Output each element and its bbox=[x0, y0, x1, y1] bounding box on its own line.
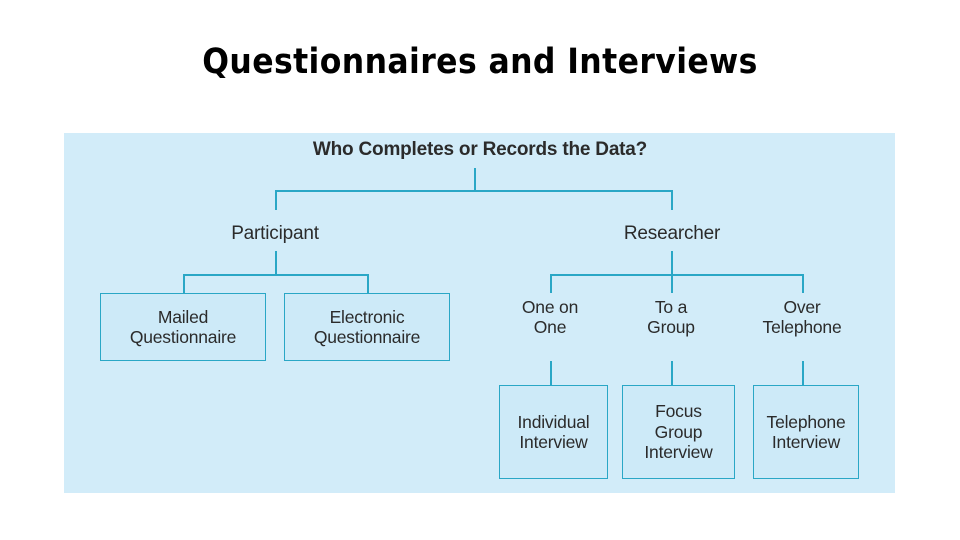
connector-researcher-bar bbox=[550, 274, 803, 276]
box-electronic-questionnaire: Electronic Questionnaire bbox=[284, 293, 450, 361]
connector-telephone-to-telephone-interview bbox=[802, 361, 804, 385]
box-electronic-questionnaire-label: Electronic Questionnaire bbox=[313, 306, 421, 347]
page-title: Questionnaires and Interviews bbox=[202, 42, 758, 82]
connector-researcher-to-one-on-one bbox=[550, 274, 552, 293]
connector-root-stem bbox=[474, 168, 476, 191]
connector-root-to-participant bbox=[275, 190, 277, 210]
node-researcher: Researcher bbox=[623, 223, 721, 244]
connector-researcher-to-group bbox=[671, 274, 673, 293]
connector-participant-to-mailed bbox=[183, 274, 185, 293]
box-individual-interview: Individual Interview bbox=[499, 385, 608, 479]
box-focus-group-interview: Focus Group Interview bbox=[622, 385, 735, 479]
node-root: Who Completes or Records the Data? bbox=[312, 139, 648, 160]
connector-researcher-stem bbox=[671, 251, 673, 275]
connector-participant-bar bbox=[183, 274, 368, 276]
box-telephone-interview: Telephone Interview bbox=[753, 385, 859, 479]
connector-group-to-focus-group bbox=[671, 361, 673, 385]
diagram-panel: Who Completes or Records the Data? Parti… bbox=[64, 133, 895, 493]
node-one-on-one: One on One bbox=[521, 297, 579, 338]
node-over-telephone: Over Telephone bbox=[762, 297, 842, 338]
connector-root-to-researcher bbox=[671, 190, 673, 210]
box-focus-group-interview-label: Focus Group Interview bbox=[644, 401, 713, 463]
box-mailed-questionnaire: Mailed Questionnaire bbox=[100, 293, 266, 361]
box-mailed-questionnaire-label: Mailed Questionnaire bbox=[129, 306, 237, 347]
node-participant: Participant bbox=[231, 223, 319, 244]
connector-one-on-one-to-individual bbox=[550, 361, 552, 385]
connector-participant-stem bbox=[275, 251, 277, 275]
box-telephone-interview-label: Telephone Interview bbox=[766, 411, 846, 452]
connector-root-bar bbox=[275, 190, 673, 192]
connector-participant-to-electronic bbox=[367, 274, 369, 293]
node-to-a-group: To a Group bbox=[647, 297, 695, 338]
box-individual-interview-label: Individual Interview bbox=[517, 411, 590, 452]
connector-researcher-to-telephone bbox=[802, 274, 804, 293]
